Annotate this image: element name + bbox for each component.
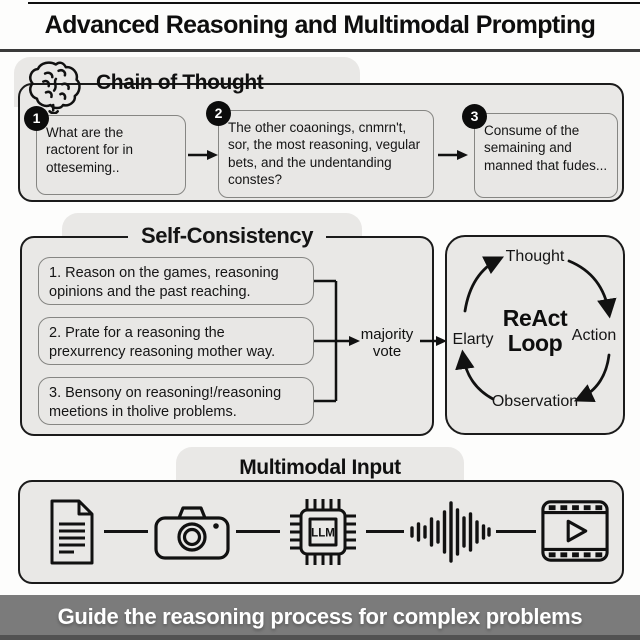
footer-bottom-edge xyxy=(0,635,640,640)
sc-item-3: 3. Bensony on reasoning!/reasoning meeti… xyxy=(38,377,314,425)
mm-section-title: Multimodal Input xyxy=(239,456,401,479)
mm-connector-2 xyxy=(236,530,280,533)
mm-header-tab xyxy=(176,447,464,483)
llm-chip-label: LLM xyxy=(311,528,335,540)
sc-item-1: 1. Reason on the games, reasoning opinio… xyxy=(38,257,314,305)
sc-item-2: 2. Prate for a reasoning the prexurrency… xyxy=(38,317,314,365)
llm-chip-icon: LLM xyxy=(290,499,356,565)
majority-vote-label: majority vote xyxy=(360,326,414,361)
page-title: Advanced Reasoning and Multimodal Prompt… xyxy=(44,11,596,39)
cot-section-title: Chain of Thought xyxy=(96,71,264,94)
react-node-action: Action xyxy=(571,327,617,344)
cot-step-2-badge: 2 xyxy=(206,101,231,126)
cot-step-1-badge: 1 xyxy=(24,106,49,131)
cot-step-2: 2 The other coaonings, cnmrn't, sor, the… xyxy=(206,101,434,198)
title-divider xyxy=(0,49,640,52)
react-node-elarty: Elarty xyxy=(452,331,494,348)
react-node-observation: Observation xyxy=(491,393,579,410)
react-loop-title: ReAct Loop xyxy=(502,305,568,357)
cot-step-1-text: What are the ractorent for in otteseming… xyxy=(46,125,134,175)
cot-step-1: 1 What are the ractorent for in ottesemi… xyxy=(24,106,186,195)
mm-connector-3 xyxy=(366,530,404,533)
cot-arrow-1 xyxy=(188,150,218,160)
cot-arrow-2 xyxy=(438,150,468,160)
cot-step-3-text: Consume of the semaining and manned that… xyxy=(484,123,608,173)
sc-section-title-wrap: Self-Consistency xyxy=(20,223,434,249)
footer-banner: Guide the reasoning process for complex … xyxy=(0,595,640,640)
react-node-thought: Thought xyxy=(505,248,565,265)
brain-icon xyxy=(29,61,81,114)
top-border-line xyxy=(28,2,640,4)
camera-icon xyxy=(154,506,230,560)
sc-section-title: Self-Consistency xyxy=(127,223,327,248)
sc-output-arrow xyxy=(420,336,447,346)
audio-waveform-icon xyxy=(410,501,491,563)
document-icon xyxy=(50,499,94,565)
react-cycle-arrows xyxy=(455,256,617,403)
cot-step-3: 3 Consume of the semaining and manned th… xyxy=(462,104,618,198)
cot-step-3-badge: 3 xyxy=(462,104,487,129)
cot-step-2-text: The other coaonings, cnmrn't, sor, the m… xyxy=(228,120,421,187)
video-film-icon xyxy=(541,500,609,562)
sc-bracket-arrow xyxy=(314,279,360,403)
mm-connector-4 xyxy=(496,530,536,533)
footer-text: Guide the reasoning process for complex … xyxy=(57,604,583,629)
mm-connector-1 xyxy=(104,530,148,533)
